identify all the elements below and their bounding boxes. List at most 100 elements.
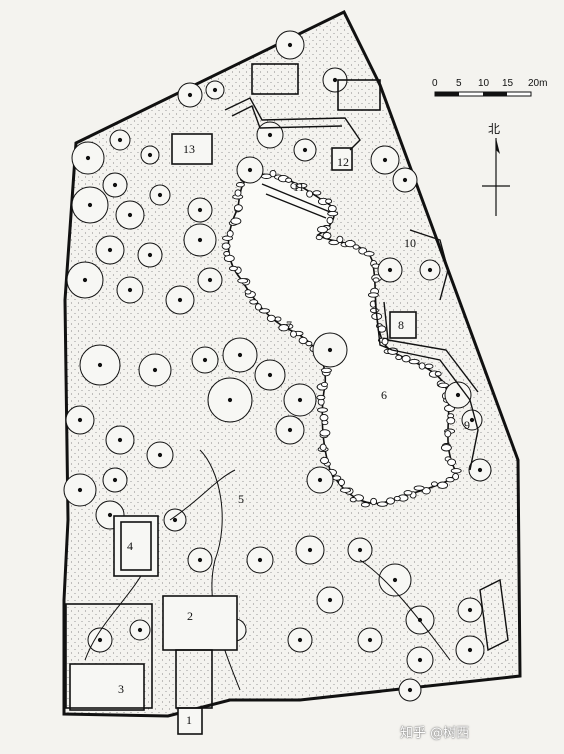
rock xyxy=(266,314,276,323)
rock-edging xyxy=(221,168,462,508)
rock xyxy=(298,336,308,345)
tree-trunk xyxy=(212,87,218,93)
label-11: 11 xyxy=(293,180,305,194)
tree-trunk xyxy=(467,647,473,653)
rock xyxy=(434,371,442,377)
rock xyxy=(336,235,344,244)
rock xyxy=(450,468,462,474)
rock xyxy=(244,289,252,295)
tree-trunk xyxy=(197,207,203,213)
rock xyxy=(424,363,434,369)
tree-trunk xyxy=(317,477,323,483)
tree-trunk xyxy=(267,132,273,138)
hall-1 xyxy=(177,707,203,735)
tree-trunk xyxy=(287,427,293,433)
rock xyxy=(316,394,326,401)
tree-trunk xyxy=(127,212,133,218)
buildings xyxy=(65,63,417,735)
tree-trunk xyxy=(107,247,113,253)
rock xyxy=(421,487,431,495)
label-12: 12 xyxy=(337,155,349,169)
pavilion-8 xyxy=(389,311,417,339)
rock xyxy=(259,308,270,314)
label-1: 1 xyxy=(186,713,192,727)
rock xyxy=(254,303,262,311)
rock xyxy=(440,444,452,452)
rock xyxy=(326,216,334,225)
rock xyxy=(444,430,452,438)
tree-trunk xyxy=(147,252,153,258)
rock xyxy=(349,497,357,503)
rock xyxy=(418,362,426,370)
label-8: 8 xyxy=(398,318,404,332)
rock xyxy=(332,475,342,481)
label-10: 10 xyxy=(404,236,416,250)
rock xyxy=(386,497,395,505)
rock xyxy=(369,307,379,314)
rock xyxy=(290,330,297,338)
tree-trunk xyxy=(247,167,253,173)
rock xyxy=(312,190,322,196)
tree-trunk xyxy=(287,42,293,48)
rock xyxy=(438,382,449,388)
rock xyxy=(269,169,277,178)
rock xyxy=(278,324,290,332)
rock xyxy=(327,204,337,213)
rock xyxy=(381,337,389,346)
rock xyxy=(344,239,356,248)
tree-trunk xyxy=(117,437,123,443)
rock xyxy=(446,417,456,425)
tree-trunk xyxy=(77,417,83,423)
rock xyxy=(306,190,314,198)
tree-trunk xyxy=(77,487,83,493)
label-4: 4 xyxy=(127,539,133,553)
rock xyxy=(352,244,360,250)
tree-trunk xyxy=(112,182,118,188)
tree-trunk xyxy=(127,287,133,293)
scale-tick-20: 20m xyxy=(528,78,548,89)
rock xyxy=(315,234,323,241)
label-13: 13 xyxy=(183,142,195,156)
tree-trunk xyxy=(197,237,203,243)
tree-trunk xyxy=(392,577,398,583)
tree-trunk xyxy=(327,597,333,603)
tree-trunk xyxy=(467,607,473,613)
tree-trunk xyxy=(302,147,308,153)
rock xyxy=(319,429,331,437)
rock xyxy=(319,443,327,451)
label-3: 3 xyxy=(118,682,124,696)
label-5: 5 xyxy=(238,492,244,506)
rock xyxy=(285,177,293,183)
tree-trunk xyxy=(237,352,243,358)
scale-tick-5: 5 xyxy=(456,78,462,89)
rock xyxy=(447,458,457,466)
tree-trunk xyxy=(227,397,233,403)
label-7: 7 xyxy=(286,318,292,332)
rock xyxy=(338,478,345,487)
tree-trunk xyxy=(172,517,178,523)
watermark: 知乎 @树西 xyxy=(400,726,470,741)
rock xyxy=(230,217,242,225)
north-arrow-icon xyxy=(482,138,510,216)
tree-trunk xyxy=(477,467,483,473)
rock xyxy=(325,198,333,204)
tree-trunk xyxy=(427,267,433,273)
rock xyxy=(430,481,438,487)
building-13 xyxy=(171,133,213,165)
rock xyxy=(319,413,329,422)
rock xyxy=(327,210,339,217)
tree-trunk xyxy=(267,372,273,378)
rock xyxy=(360,502,370,508)
tree-trunk xyxy=(455,392,461,398)
rock xyxy=(403,490,413,496)
tree-trunk xyxy=(157,452,163,458)
rock xyxy=(305,340,313,347)
rock xyxy=(234,189,242,197)
rock xyxy=(395,354,403,361)
rock xyxy=(452,472,460,481)
scale-bar: 0 5 10 15 20m xyxy=(432,78,547,108)
rock xyxy=(376,501,388,507)
tree-trunk xyxy=(117,137,123,143)
tree-trunk xyxy=(387,267,393,273)
scale-tick-15: 15 xyxy=(502,78,514,89)
